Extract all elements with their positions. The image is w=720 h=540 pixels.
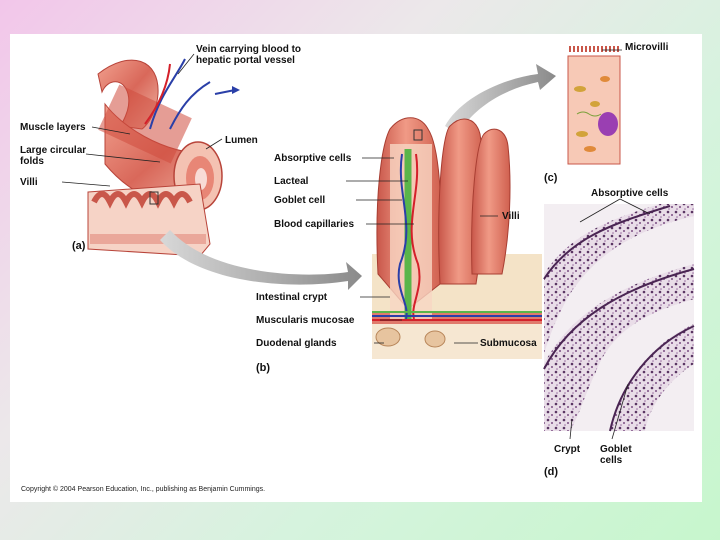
label-blood-capillaries: Blood capillaries [274,219,354,230]
label-lumen: Lumen [225,135,258,146]
label-lacteal: Lacteal [274,176,308,187]
slide-figure: Vein carrying blood to hepatic portal ve… [10,34,702,502]
label-vein: Vein carrying blood to hepatic portal ve… [196,44,326,66]
label-intestinal-crypt: Intestinal crypt [256,292,327,303]
label-microvilli: Microvilli [625,42,668,53]
panel-d-letter: (d) [544,466,558,478]
label-villi-b: Villi [502,211,520,222]
panel-c-letter: (c) [544,172,557,184]
label-crypt: Crypt [554,444,580,455]
anatomy-illustration [10,34,702,502]
label-absorptive-cells-d: Absorptive cells [591,188,668,199]
panel-a-intestine [88,59,240,256]
label-goblet-cells: Goblet cells [600,444,640,466]
label-muscle-layers: Muscle layers [20,122,86,133]
panel-a-letter: (a) [72,240,85,252]
copyright-notice: Copyright © 2004 Pearson Education, Inc.… [21,486,265,493]
label-large-circular-folds: Large circular folds [20,145,98,167]
label-absorptive-cells-b: Absorptive cells [274,153,351,164]
label-goblet-cell: Goblet cell [274,195,325,206]
label-duodenal-glands: Duodenal glands [256,338,337,349]
label-muscularis-mucosae: Muscularis mucosae [256,315,354,326]
panel-c-cell [568,46,622,164]
label-villi-a: Villi [20,177,38,188]
panel-d-micrograph [544,199,694,439]
panel-b-letter: (b) [256,362,270,374]
panel-b-villus [372,118,542,359]
label-submucosa: Submucosa [480,338,537,349]
